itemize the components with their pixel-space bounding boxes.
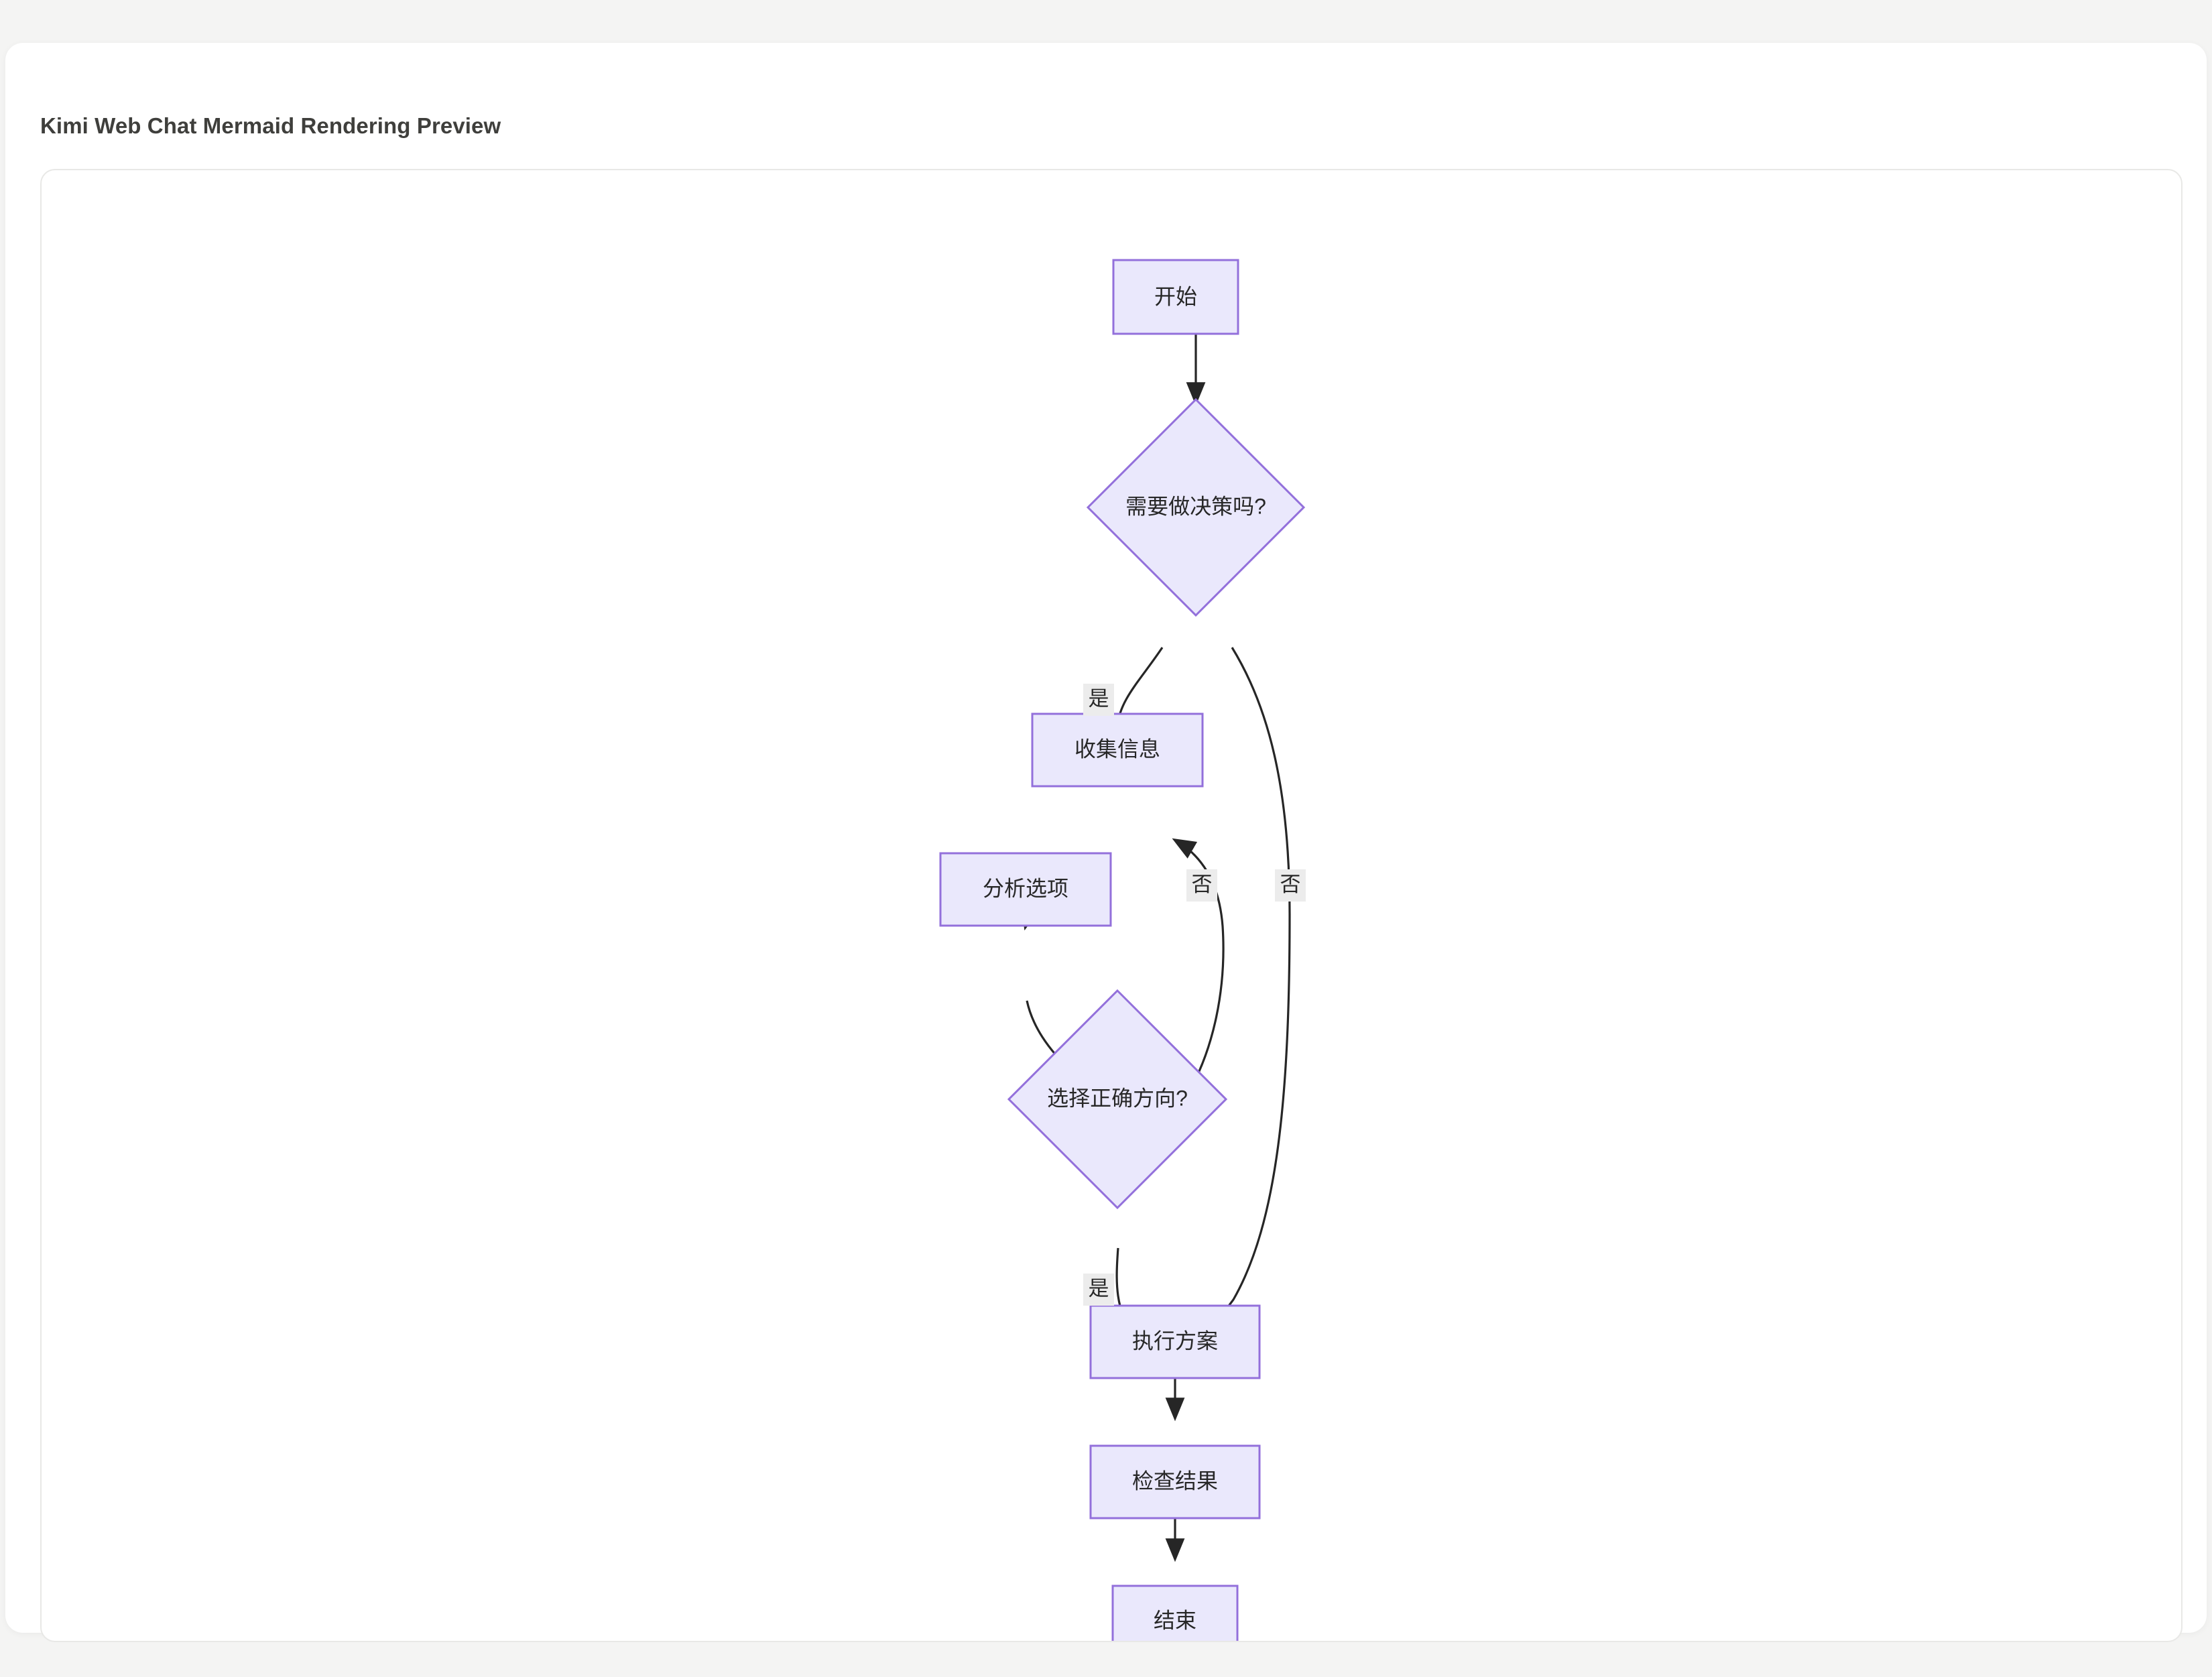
node-group: 开始 需要做决策吗? 收集信息 分析选项: [939, 259, 1306, 1642]
node-end-label: 结束: [1154, 1608, 1196, 1632]
node-decision-correct-direction[interactable]: 选择正确方向?: [1007, 989, 1228, 1210]
edge-decision1-to-execute-no: [1203, 647, 1291, 1341]
node-start[interactable]: 开始: [1112, 259, 1239, 335]
edge-label-group: 是 否 否 是: [1083, 684, 1306, 1306]
node-start-label: 开始: [1154, 284, 1197, 308]
edge-label-yes-2: 是: [1083, 1274, 1114, 1306]
edge-decision2-to-collect-no: [1172, 838, 1225, 1095]
node-analyze-options[interactable]: 分析选项: [939, 852, 1112, 927]
page-title: Kimi Web Chat Mermaid Rendering Preview: [40, 113, 501, 138]
edge-label-yes-2-text: 是: [1089, 1277, 1109, 1300]
edge-label-no-skip-text: 否: [1280, 873, 1301, 896]
node-check-result-label: 检查结果: [1132, 1469, 1218, 1493]
edge-label-no-skip: 否: [1275, 869, 1306, 902]
node-decision-need-decision-label: 需要做决策吗?: [1125, 494, 1266, 518]
node-decision-correct-direction-label: 选择正确方向?: [1047, 1086, 1188, 1110]
node-collect-info-label: 收集信息: [1074, 737, 1160, 761]
node-end[interactable]: 结束: [1111, 1585, 1239, 1642]
node-check-result[interactable]: 检查结果: [1089, 1444, 1261, 1519]
node-execute-plan[interactable]: 执行方案: [1089, 1304, 1261, 1379]
mermaid-flowchart-svg: 开始 需要做决策吗? 收集信息 分析选项: [939, 259, 1306, 1642]
preview-card: Kimi Web Chat Mermaid Rendering Preview: [5, 43, 2207, 1642]
mermaid-diagram-container[interactable]: 开始 需要做决策吗? 收集信息 分析选项: [40, 169, 2183, 1642]
node-execute-plan-label: 执行方案: [1132, 1328, 1218, 1353]
edge-label-no-loop-text: 否: [1192, 873, 1213, 896]
edge-label-yes-1-text: 是: [1089, 687, 1109, 710]
edge-label-no-loop: 否: [1186, 869, 1217, 902]
node-collect-info[interactable]: 收集信息: [1031, 712, 1204, 788]
node-decision-need-decision[interactable]: 需要做决策吗?: [1086, 397, 1306, 617]
edge-label-yes-1: 是: [1083, 684, 1114, 716]
node-analyze-options-label: 分析选项: [983, 876, 1068, 900]
